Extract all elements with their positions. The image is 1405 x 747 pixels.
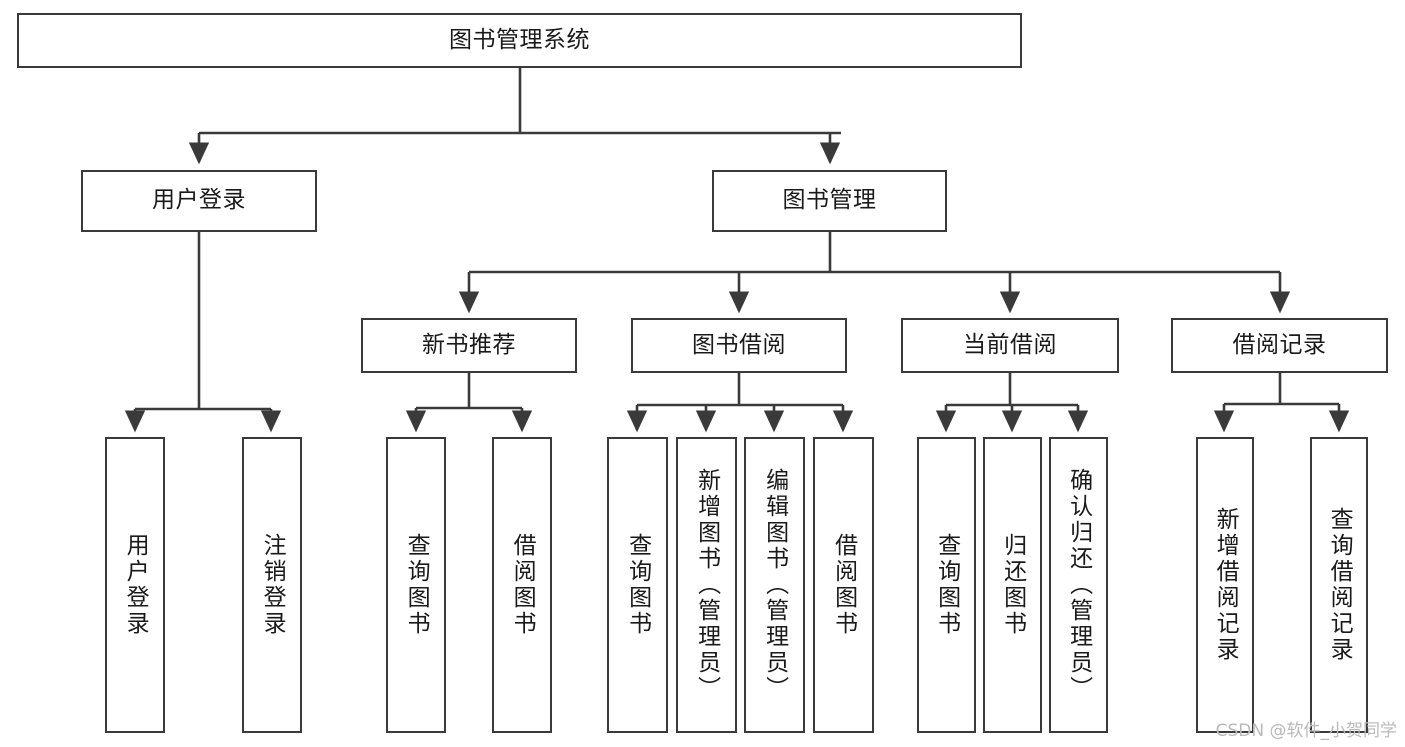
node-book-borrow-label: 图书借阅: [692, 331, 786, 358]
leaf-current-borrow-query[interactable]: 查询图书: [917, 437, 976, 733]
leaf-book-borrow-add[interactable]: 新增图书（管理员）: [676, 437, 737, 733]
leaf-book-borrow-add-label: 新增图书（管理员）: [693, 468, 720, 702]
leaf-borrow-record-add-label: 新增借阅记录: [1212, 507, 1239, 663]
leaf-borrow-record-query-label: 查询借阅记录: [1326, 507, 1353, 663]
node-user-login-label: 用户登录: [152, 187, 246, 214]
leaf-borrow-record-add[interactable]: 新增借阅记录: [1196, 437, 1254, 733]
leaf-book-borrow-edit-label: 编辑图书（管理员）: [761, 468, 788, 702]
leaf-new-book-borrow[interactable]: 借阅图书: [492, 437, 552, 733]
leaf-new-book-query-label: 查询图书: [403, 533, 430, 637]
leaf-new-book-query[interactable]: 查询图书: [386, 437, 446, 733]
leaf-current-borrow-confirm[interactable]: 确认归还（管理员）: [1049, 437, 1108, 733]
node-root-label: 图书管理系统: [449, 26, 590, 53]
node-borrow-record-label: 借阅记录: [1232, 331, 1327, 358]
leaf-new-book-borrow-label: 借阅图书: [509, 533, 536, 637]
node-user-login[interactable]: 用户登录: [81, 170, 317, 232]
node-borrow-record[interactable]: 借阅记录: [1171, 318, 1388, 373]
leaf-user-login-logout-label: 注销登录: [259, 533, 286, 637]
leaf-user-login-logout[interactable]: 注销登录: [242, 437, 302, 733]
leaf-user-login-login[interactable]: 用户登录: [105, 437, 165, 733]
node-book-management[interactable]: 图书管理: [712, 170, 947, 232]
node-root[interactable]: 图书管理系统: [17, 13, 1022, 68]
leaf-current-borrow-return[interactable]: 归还图书: [983, 437, 1042, 733]
leaf-user-login-login-label: 用户登录: [122, 533, 149, 637]
leaf-book-borrow-edit[interactable]: 编辑图书（管理员）: [744, 437, 805, 733]
node-current-borrow-label: 当前借阅: [963, 331, 1057, 358]
node-book-management-label: 图书管理: [782, 187, 877, 214]
node-new-book-recommend[interactable]: 新书推荐: [361, 318, 577, 373]
leaf-current-borrow-confirm-label: 确认归还（管理员）: [1065, 468, 1092, 702]
node-book-borrow[interactable]: 图书借阅: [631, 318, 847, 373]
node-current-borrow[interactable]: 当前借阅: [901, 318, 1119, 373]
leaf-book-borrow-borrow[interactable]: 借阅图书: [813, 437, 874, 733]
leaf-book-borrow-query-label: 查询图书: [624, 533, 651, 637]
node-new-book-recommend-label: 新书推荐: [422, 331, 516, 358]
leaf-borrow-record-query[interactable]: 查询借阅记录: [1310, 437, 1368, 733]
leaf-book-borrow-borrow-label: 借阅图书: [830, 533, 857, 637]
leaf-current-borrow-return-label: 归还图书: [999, 533, 1026, 637]
leaf-current-borrow-query-label: 查询图书: [933, 533, 960, 637]
watermark-text: CSDN @软件_小贺同学: [1215, 721, 1397, 741]
leaf-book-borrow-query[interactable]: 查询图书: [607, 437, 668, 733]
